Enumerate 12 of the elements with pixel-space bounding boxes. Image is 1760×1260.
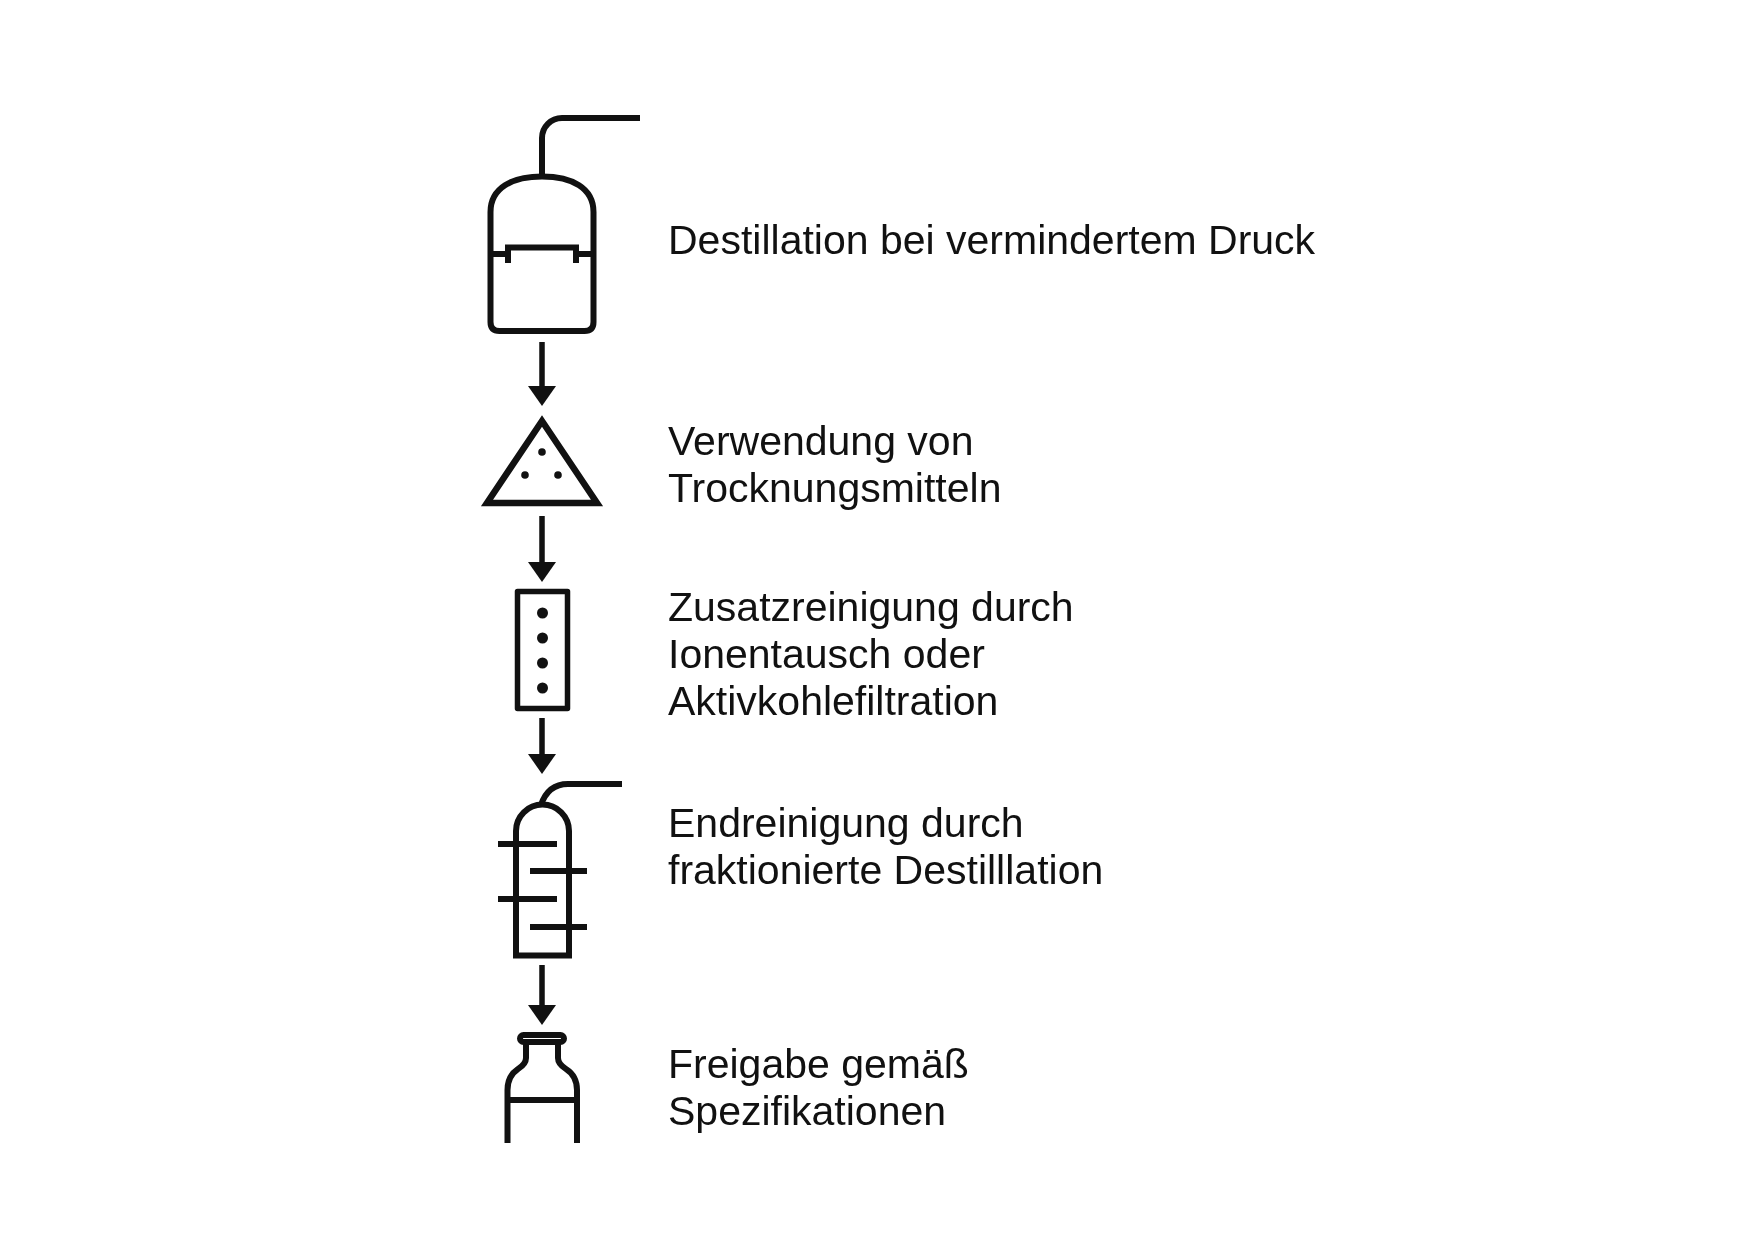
arrow (528, 965, 556, 1025)
arrow (528, 516, 556, 582)
fractionating-column-icon (496, 780, 624, 959)
step-description: Endreinigung durch fraktionierte Destilllation (668, 800, 1105, 894)
bottle-icon (504, 1031, 581, 1143)
step-description: Zusatzreinigung durch Ionentausch oder Aktivkohlefiltration (668, 584, 1075, 725)
arrow (528, 342, 556, 406)
step-description: Verwendung von Trocknungsmitteln (668, 418, 1003, 512)
step-description: Destillation bei vermindertem Druck (668, 217, 1316, 264)
column-icon (514, 588, 571, 712)
step-description: Freigabe gemäß Spezifikationen (668, 1041, 970, 1135)
arrow (528, 718, 556, 774)
